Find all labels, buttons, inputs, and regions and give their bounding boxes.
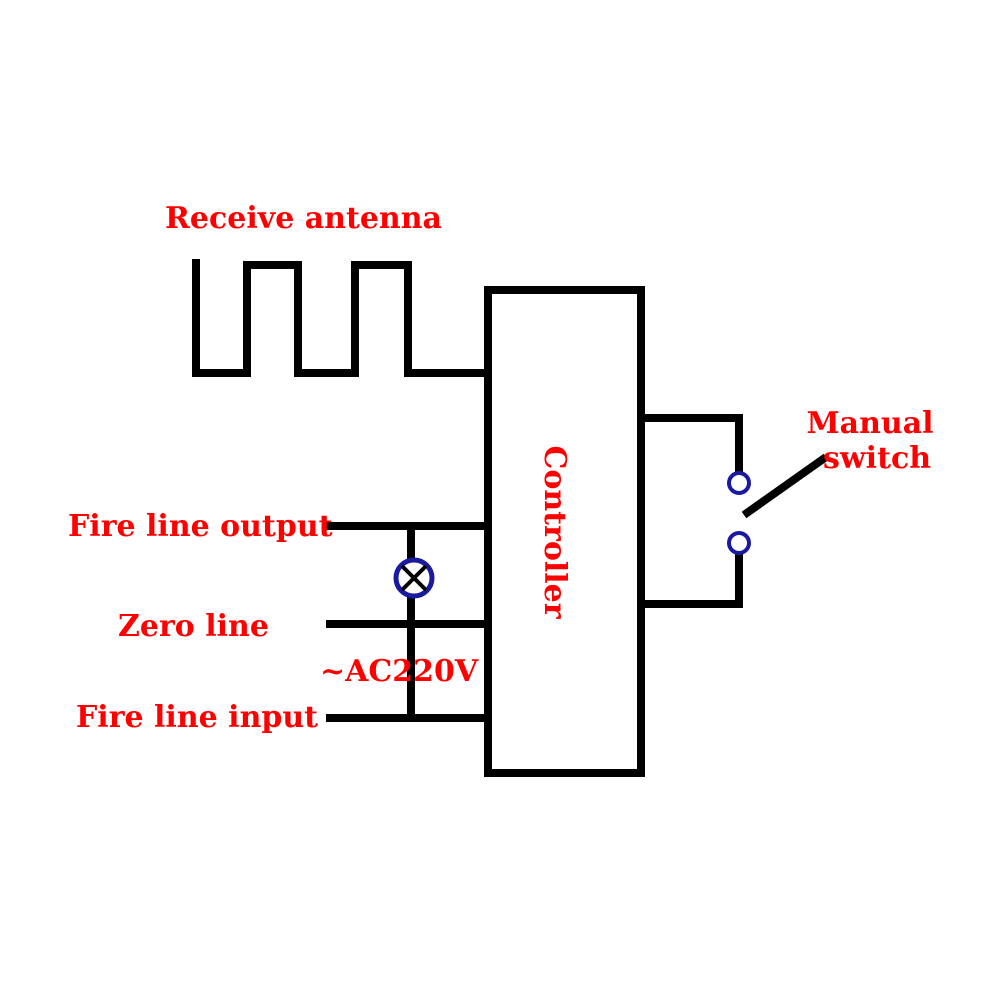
receive-antenna-label: Receive antenna [165,201,442,236]
manual-switch-label-line1: Manual [806,406,933,441]
terminal-circle-icon [727,471,751,495]
fire-line-output-label: Fire line output [68,509,333,544]
fire-line-input-label: Fire line input [76,700,318,735]
switch-lever [741,453,829,519]
receive-antenna-wire [192,259,492,377]
switch-upper-wire [637,414,743,476]
controller-box [484,286,645,777]
terminal-circle-icon [727,531,751,555]
controller-label: Controller [537,445,572,619]
ac-voltage-label: ~AC220V [320,654,479,689]
zero-line-label: Zero line [118,609,269,644]
manual-switch-label-line2: switch [823,441,931,476]
switch-lower-wire [637,551,743,608]
lamp-icon [393,557,435,599]
